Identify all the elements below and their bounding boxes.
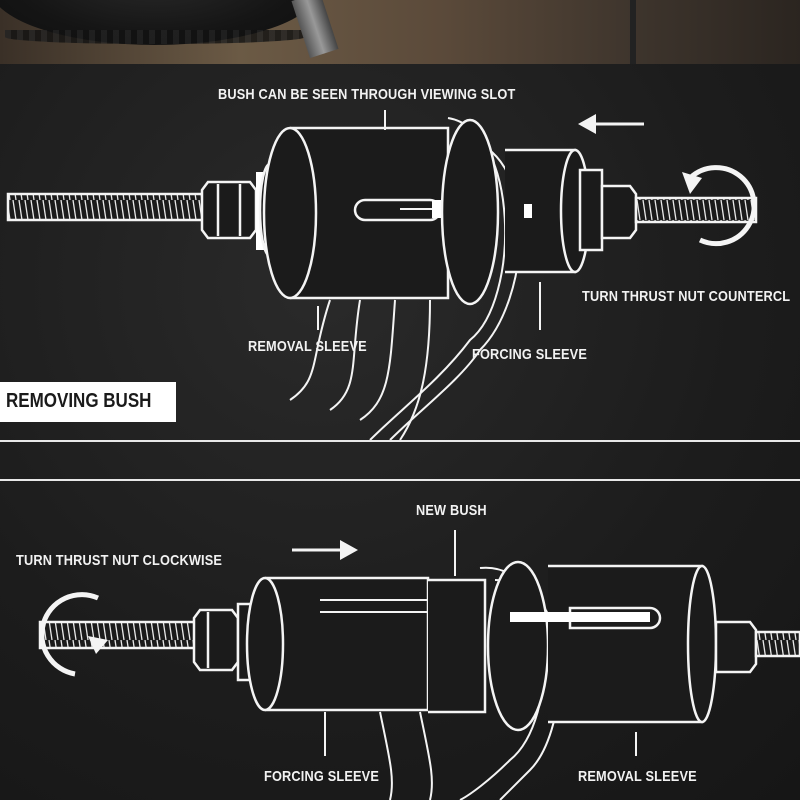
removal-sleeve-bottom: [548, 564, 704, 724]
label-removal-sleeve-bottom: REMOVAL SLEEVE: [578, 768, 697, 785]
section-title: REMOVING BUSH: [6, 390, 152, 412]
threaded-rod-left: [6, 192, 210, 222]
forcing-sleeve-bottom: [265, 576, 430, 712]
label-removal-sleeve-top: REMOVAL SLEEVE: [248, 338, 367, 355]
rotation-arrow-ccw: [688, 165, 757, 247]
threaded-rod-right: [634, 196, 758, 224]
threaded-rod-bottom-left: [38, 620, 212, 650]
section-title-badge: REMOVING BUSH: [0, 382, 176, 422]
viewing-slot-bottom: [568, 606, 662, 630]
new-bush: [428, 578, 487, 714]
background-photo: [0, 0, 800, 64]
top-tool-assembly: [6, 110, 758, 441]
hex-nut-bottom: [192, 608, 240, 672]
divider-line-lower: [0, 479, 800, 481]
rotation-arrow-cw: [39, 592, 100, 677]
label-viewing-slot: BUSH CAN BE SEEN THROUGH VIEWING SLOT: [218, 86, 516, 103]
bottom-tool-assembly: [38, 530, 800, 800]
label-thrust-nut-counterclockwise: TURN THRUST NUT COUNTERCL: [582, 288, 791, 305]
divider-line-upper: [0, 440, 800, 442]
tyre-tread: [5, 30, 305, 44]
label-forcing-sleeve-top: FORCING SLEEVE: [472, 346, 588, 363]
pipe-image: [630, 0, 636, 64]
label-thrust-nut-clockwise: TURN THRUST NUT CLOCKWISE: [16, 552, 223, 569]
label-forcing-sleeve-bottom: FORCING SLEEVE: [264, 768, 380, 785]
hex-nut-left: [200, 180, 258, 240]
thrust-nut-right: [578, 168, 604, 252]
label-new-bush: NEW BUSH: [416, 502, 487, 519]
